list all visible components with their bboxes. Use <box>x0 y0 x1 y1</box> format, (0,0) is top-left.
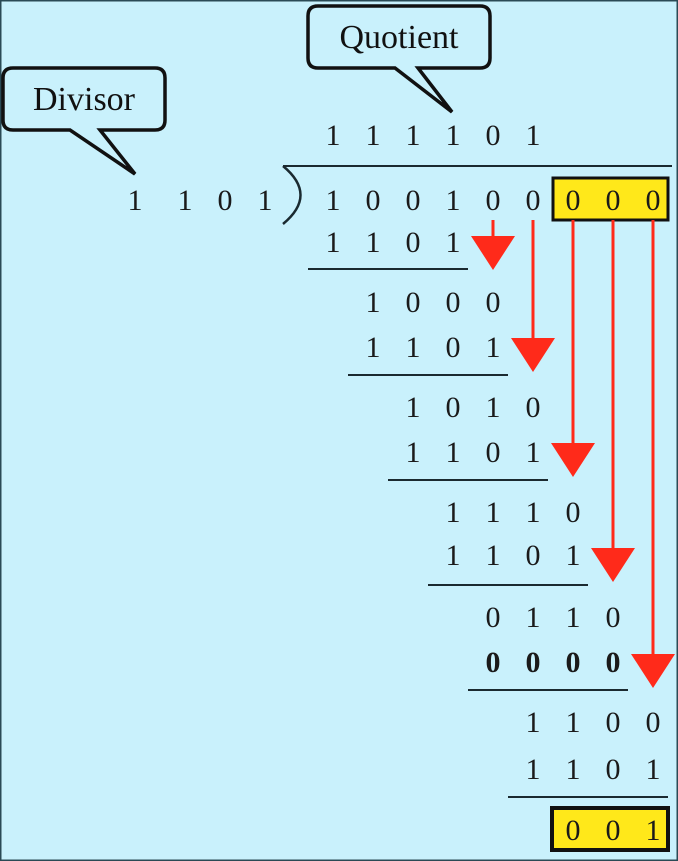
quotient-digit: 1 <box>526 119 541 152</box>
step-subtract-digit: 0 <box>486 436 501 469</box>
step-value-digit: 1 <box>526 706 541 739</box>
step-value-digit: 0 <box>446 286 461 319</box>
step-value-digit: 1 <box>566 601 581 634</box>
step-value-digit: 0 <box>486 286 501 319</box>
step-subtract-digit: 1 <box>406 436 421 469</box>
step-value-digit: 0 <box>646 706 661 739</box>
step-subtract-digit: 1 <box>326 226 341 259</box>
quotient-digit: 0 <box>486 119 501 152</box>
dividend-digit: 0 <box>526 184 541 217</box>
step-subtract-digit: 1 <box>486 331 501 364</box>
step-subtract-digit: 1 <box>446 539 461 572</box>
step-subtract-digit: 0 <box>566 646 581 679</box>
step-value-digit: 0 <box>486 601 501 634</box>
appended-zero-digit: 0 <box>606 184 621 217</box>
bring-down-arrow <box>591 220 635 582</box>
step-value-digit: 1 <box>566 706 581 739</box>
dividend-digit: 1 <box>446 184 461 217</box>
step-value-digit: 0 <box>446 391 461 424</box>
step-subtract-digit: 1 <box>406 331 421 364</box>
step-value-digit: 1 <box>486 496 501 529</box>
dividend-digit: 0 <box>406 184 421 217</box>
dividend-digit: 1 <box>326 184 341 217</box>
bring-down-arrow <box>511 220 555 372</box>
step-subtract-digit: 0 <box>446 331 461 364</box>
step-subtract-digit: 1 <box>446 226 461 259</box>
divisor-digit: 1 <box>258 184 273 217</box>
divisor-digit: 1 <box>128 184 143 217</box>
remainder-highlight <box>550 806 670 852</box>
step-value-digit: 1 <box>406 391 421 424</box>
step-subtract-digit: 0 <box>606 753 621 786</box>
quotient-digit: 1 <box>446 119 461 152</box>
step-subtract-digit: 0 <box>606 646 621 679</box>
divisor-callout: Divisor <box>1 66 167 176</box>
step-subtract-digit: 0 <box>526 539 541 572</box>
step-subtract-digit: 1 <box>366 226 381 259</box>
step-value-digit: 0 <box>606 706 621 739</box>
step-subtract-digit: 0 <box>526 646 541 679</box>
quotient-digit: 1 <box>366 119 381 152</box>
step-value-digit: 0 <box>566 496 581 529</box>
quotient-digit: 1 <box>406 119 421 152</box>
step-subtract-digit: 1 <box>526 753 541 786</box>
bring-down-arrow <box>551 220 595 477</box>
step-value-digit: 1 <box>366 286 381 319</box>
quotient-callout: Quotient <box>306 4 492 114</box>
step-value-digit: 0 <box>606 601 621 634</box>
bring-down-arrow <box>631 220 675 688</box>
divisor-digit: 1 <box>178 184 193 217</box>
quotient-label: Quotient <box>340 19 460 56</box>
step-subtract-digit: 1 <box>566 753 581 786</box>
step-value-digit: 1 <box>526 496 541 529</box>
divisor-digit: 0 <box>218 184 233 217</box>
quotient-digit: 1 <box>326 119 341 152</box>
step-value-digit: 0 <box>526 391 541 424</box>
step-subtract-digit: 1 <box>486 539 501 572</box>
remainder-digit: 0 <box>606 814 621 847</box>
appended-zero-digit: 0 <box>646 184 661 217</box>
division-bracket <box>282 165 302 225</box>
step-value-digit: 1 <box>446 496 461 529</box>
step-subtract-digit: 1 <box>646 753 661 786</box>
step-subtract-digit: 0 <box>406 226 421 259</box>
step-subtract-digit: 1 <box>446 436 461 469</box>
remainder-digit: 1 <box>646 814 661 847</box>
remainder-digit: 0 <box>566 814 581 847</box>
step-value-digit: 1 <box>526 601 541 634</box>
divisor-label: Divisor <box>33 81 136 118</box>
step-value-digit: 1 <box>486 391 501 424</box>
appended-zeros-highlight <box>551 176 670 222</box>
step-value-digit: 0 <box>406 286 421 319</box>
dividend-digit: 0 <box>566 184 581 217</box>
step-subtract-digit: 1 <box>566 539 581 572</box>
step-subtract-digit: 1 <box>526 436 541 469</box>
dividend-digit: 0 <box>366 184 381 217</box>
dividend-digit: 0 <box>486 184 501 217</box>
bring-down-arrow <box>471 220 515 270</box>
step-subtract-digit: 1 <box>366 331 381 364</box>
step-subtract-digit: 0 <box>486 646 501 679</box>
